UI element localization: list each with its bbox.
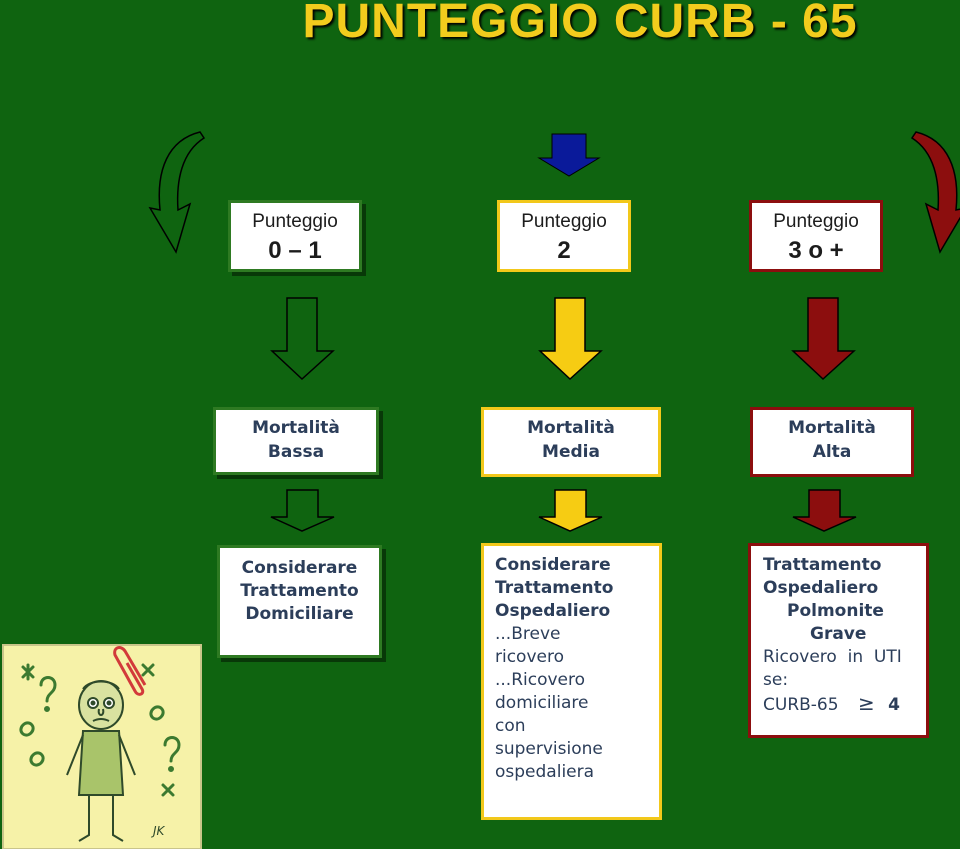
treatment-high-ricovero: Ricovero in UTI — [763, 647, 902, 667]
treatment-mid-line-6: supervisione — [495, 739, 603, 759]
treatment-mid-line-4: domiciliare — [495, 693, 589, 713]
treatment-mid-line-1: ...Breve — [495, 624, 561, 644]
down-arrow-green-icon — [270, 297, 335, 381]
treatment-high-bold-2: Ospedaliero — [763, 578, 879, 598]
treatment-high-bold-4: Grave — [810, 624, 867, 644]
svg-text:JK: JK — [151, 824, 166, 838]
mortality-high-line1: Mortalità — [788, 418, 876, 438]
score-mid-value: 2 — [557, 237, 571, 264]
treatment-high-bold-1: Trattamento — [763, 555, 882, 575]
score-high-label: Punteggio — [773, 211, 859, 232]
treatment-mid-bold-1: Considerare — [495, 555, 611, 575]
treatment-mid-line-5: con — [495, 716, 526, 736]
mortality-box-high: Mortalità Alta — [750, 407, 914, 477]
treatment-mid-line-3: ...Ricovero — [495, 670, 586, 690]
mortality-high-line2: Alta — [812, 442, 852, 462]
treatment-low-line2: Trattamento — [240, 581, 359, 601]
curved-arrow-red-icon — [910, 131, 960, 254]
confused-man-sticky-note-icon: JK — [2, 644, 202, 849]
down-arrow-yellow-icon — [538, 297, 603, 381]
treatment-mid-bold-2: Trattamento — [495, 578, 614, 598]
treatment-high-curb-line: CURB-65 ≥ 4 — [763, 692, 926, 717]
curved-arrow-green-icon — [148, 131, 206, 254]
curb-symbol: ≥ — [857, 691, 875, 715]
treatment-box-mid: Considerare Trattamento Ospedaliero ...B… — [481, 543, 662, 820]
mortality-box-low: Mortalità Bassa — [213, 407, 379, 475]
score-mid-label: Punteggio — [521, 211, 607, 232]
mortality-low-line2: Bassa — [267, 442, 325, 462]
treatment-low-line3: Domiciliare — [245, 604, 354, 624]
down-arrow-red-small-icon — [792, 489, 857, 532]
down-arrow-blue-icon — [537, 133, 601, 177]
score-box-low: Punteggio 0 – 1 — [228, 200, 362, 272]
mortality-mid-line2: Media — [542, 442, 600, 462]
mortality-mid-line1: Mortalità — [527, 418, 615, 438]
mortality-box-mid: Mortalità Media — [481, 407, 661, 477]
down-arrow-red-icon — [791, 297, 856, 381]
treatment-high-se: se: — [763, 670, 789, 690]
treatment-mid-line-7: ospedaliera — [495, 762, 595, 782]
score-high-value: 3 o + — [788, 237, 844, 264]
treatment-box-low: Considerare Trattamento Domiciliare — [217, 545, 382, 658]
mortality-low-line1: Mortalità — [252, 418, 340, 438]
page-title: PUNTEGGIO CURB - 65 — [302, 0, 858, 48]
treatment-box-high: Trattamento Ospedaliero Polmonite Grave … — [748, 543, 929, 738]
score-low-value: 0 – 1 — [268, 237, 322, 264]
paperclip-icon — [113, 646, 147, 696]
curb-value: 4 — [888, 695, 900, 715]
down-arrow-green-small-icon — [270, 489, 335, 532]
treatment-mid-line-2: ricovero — [495, 647, 564, 667]
treatment-high-bold-3: Polmonite — [787, 601, 884, 621]
score-box-mid: Punteggio 2 — [497, 200, 631, 272]
score-low-label: Punteggio — [252, 211, 338, 232]
treatment-low-line1: Considerare — [241, 558, 358, 578]
treatment-mid-bold-3: Ospedaliero — [495, 601, 611, 621]
curb-label: CURB-65 — [763, 695, 839, 715]
score-box-high: Punteggio 3 o + — [749, 200, 883, 272]
down-arrow-yellow-small-icon — [538, 489, 603, 532]
